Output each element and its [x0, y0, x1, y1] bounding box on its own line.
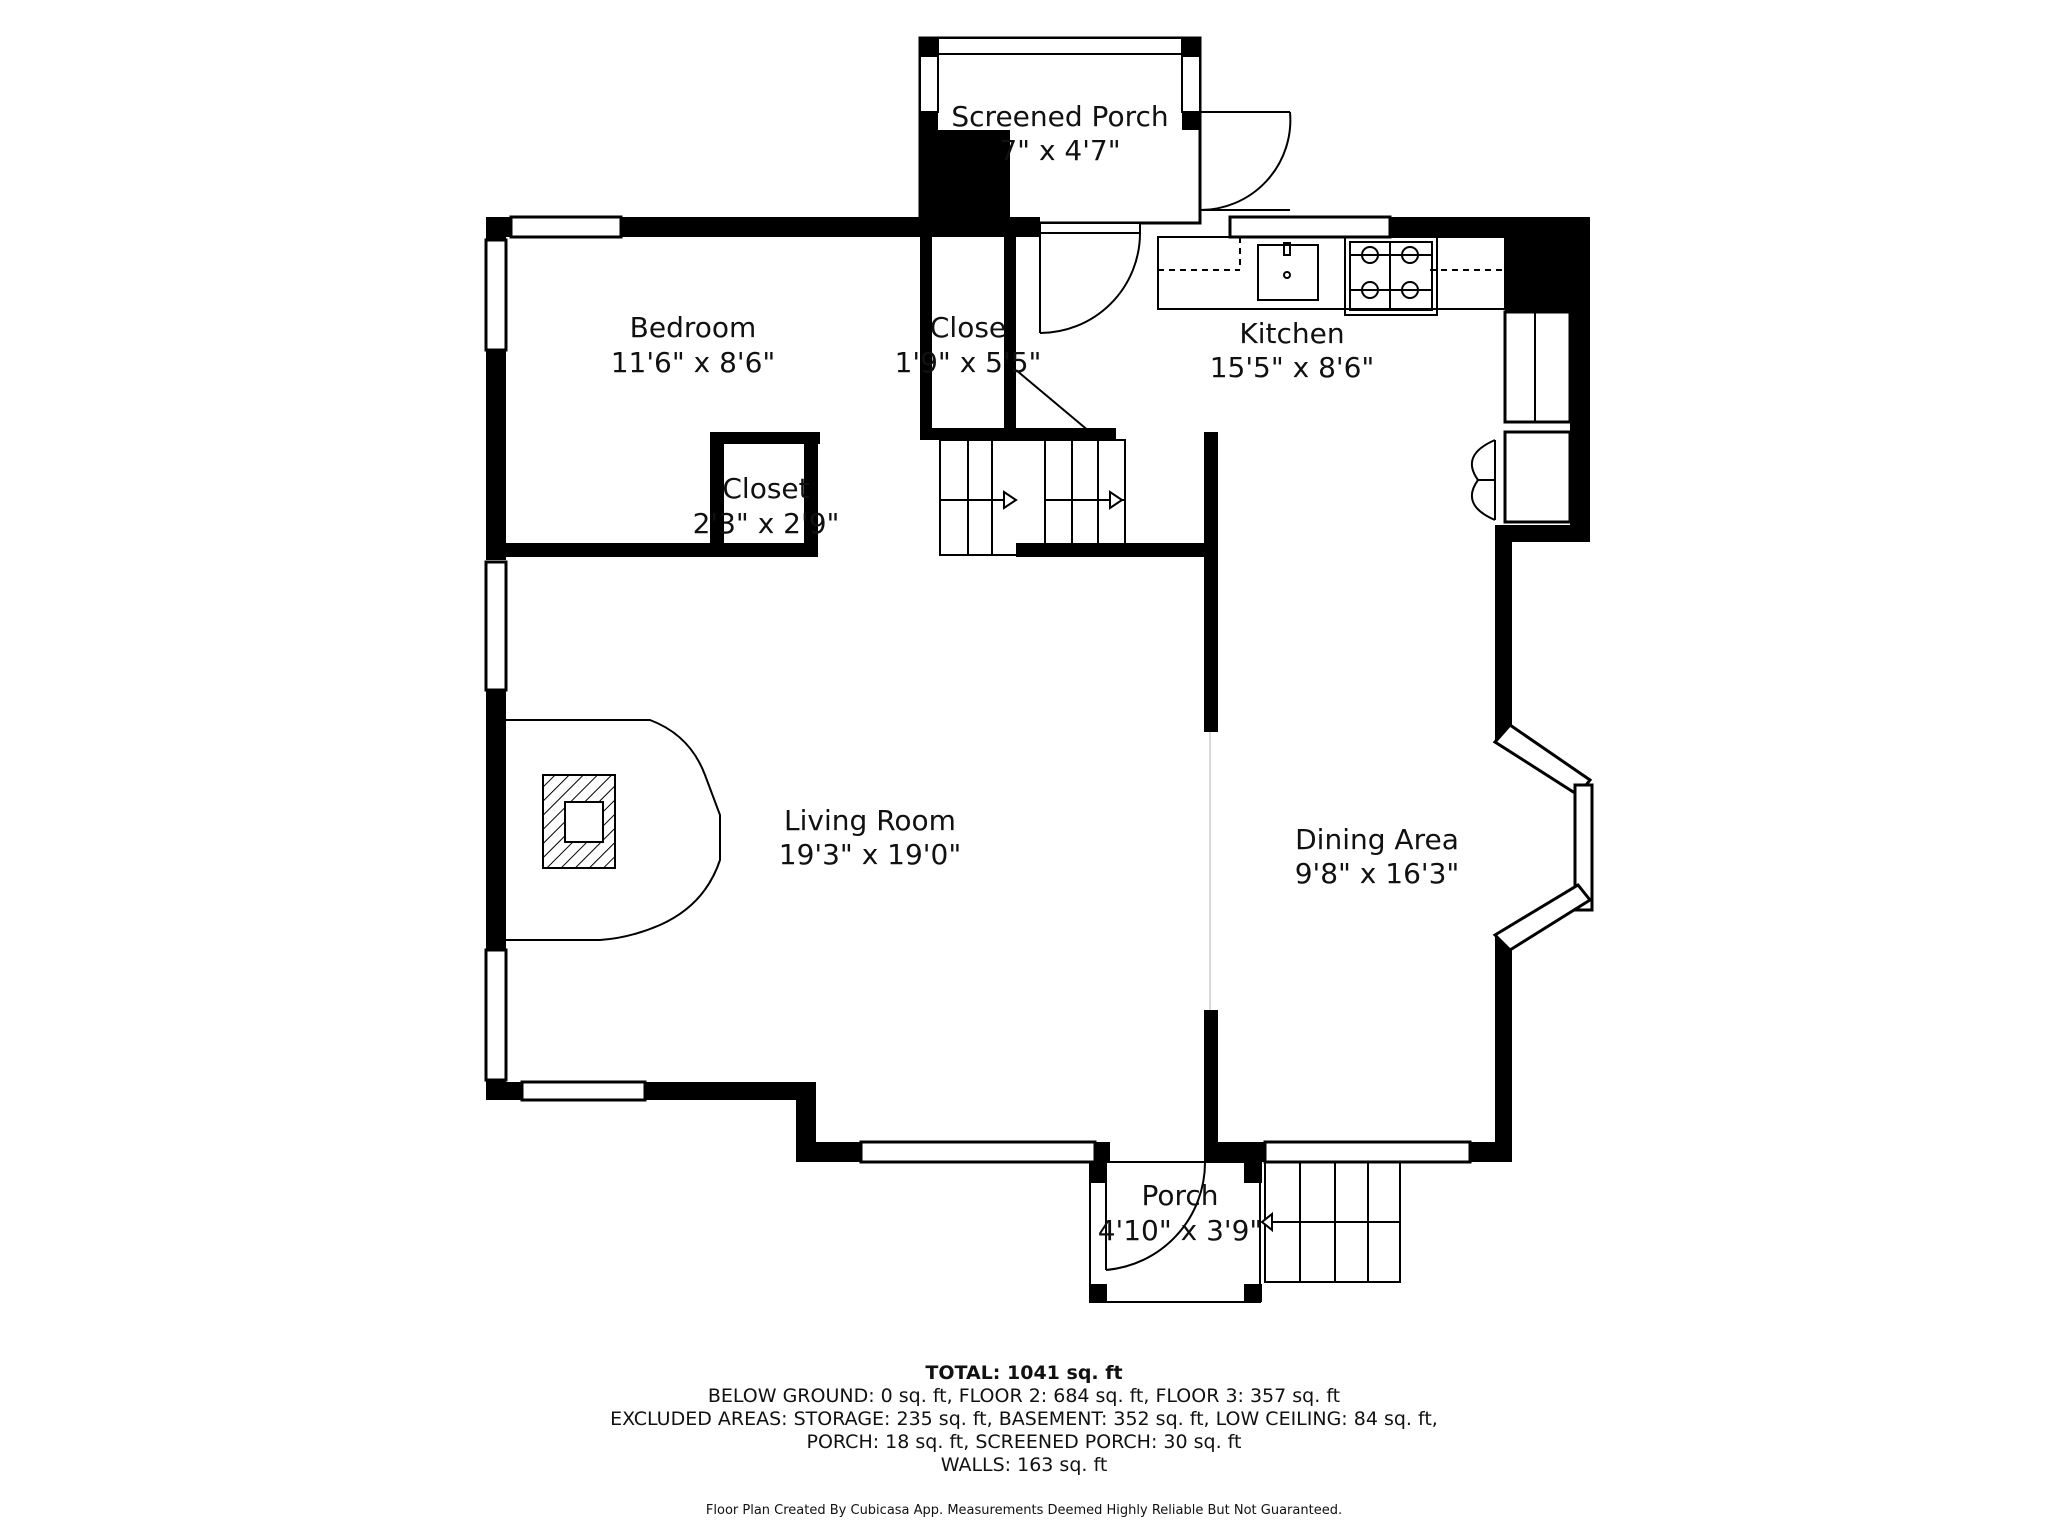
fireplace-icon [506, 719, 721, 941]
floor-plan: Screened Porch 7" x 4'7" Bedroom 11'6" x… [484, 36, 1594, 1303]
area-summary: TOTAL: 1041 sq. ft BELOW GROUND: 0 sq. f… [0, 1362, 2048, 1518]
stairs-interior [939, 369, 1126, 556]
living-room-name: Living Room [784, 804, 956, 837]
closet-upper-name: Close [930, 311, 1006, 344]
walls-area: WALLS: 163 sq. ft [940, 1454, 1108, 1476]
bedroom-name: Bedroom [630, 311, 757, 344]
screened-porch-name: Screened Porch [951, 100, 1168, 133]
sink-icon [1257, 242, 1319, 301]
closet-upper-dims: 1'9" x 5'5" [895, 346, 1042, 379]
kitchen-dims: 15'5" x 8'6" [1210, 351, 1375, 384]
porch-structure [1089, 1161, 1262, 1303]
windows [484, 215, 1594, 1164]
porch-name: Porch [1141, 1179, 1218, 1212]
exterior-walls [486, 130, 1590, 1162]
credit-note: Floor Plan Created By Cubicasa App. Meas… [705, 1503, 1343, 1518]
total-area: TOTAL: 1041 sq. ft [925, 1362, 1123, 1384]
floor-breakdown: BELOW GROUND: 0 sq. ft, FLOOR 2: 684 sq.… [707, 1385, 1341, 1407]
dining-area-name: Dining Area [1295, 823, 1459, 856]
kitchen-name: Kitchen [1239, 317, 1344, 350]
stove-icon [1344, 236, 1438, 316]
closet-lower-name: Closet [722, 472, 809, 505]
stairs-exterior [1260, 1161, 1401, 1283]
living-room-dims: 19'3" x 19'0" [779, 838, 961, 871]
kitchen-counter [1157, 236, 1506, 310]
closet-lower-dims: 2'3" x 2'9" [693, 507, 840, 540]
screened-porch-dims: 7" x 4'7" [999, 134, 1120, 167]
porch-dims: 4'10" x 3'9" [1098, 1214, 1263, 1247]
porch-areas: PORCH: 18 sq. ft, SCREENED PORCH: 30 sq.… [806, 1431, 1242, 1453]
screened-porch-structure [918, 36, 1292, 334]
dining-area-dims: 9'8" x 16'3" [1295, 857, 1460, 890]
bedroom-dims: 11'6" x 8'6" [611, 346, 776, 379]
pantry-doors [1470, 439, 1496, 521]
excluded-areas: EXCLUDED AREAS: STORAGE: 235 sq. ft, BAS… [610, 1408, 1438, 1430]
